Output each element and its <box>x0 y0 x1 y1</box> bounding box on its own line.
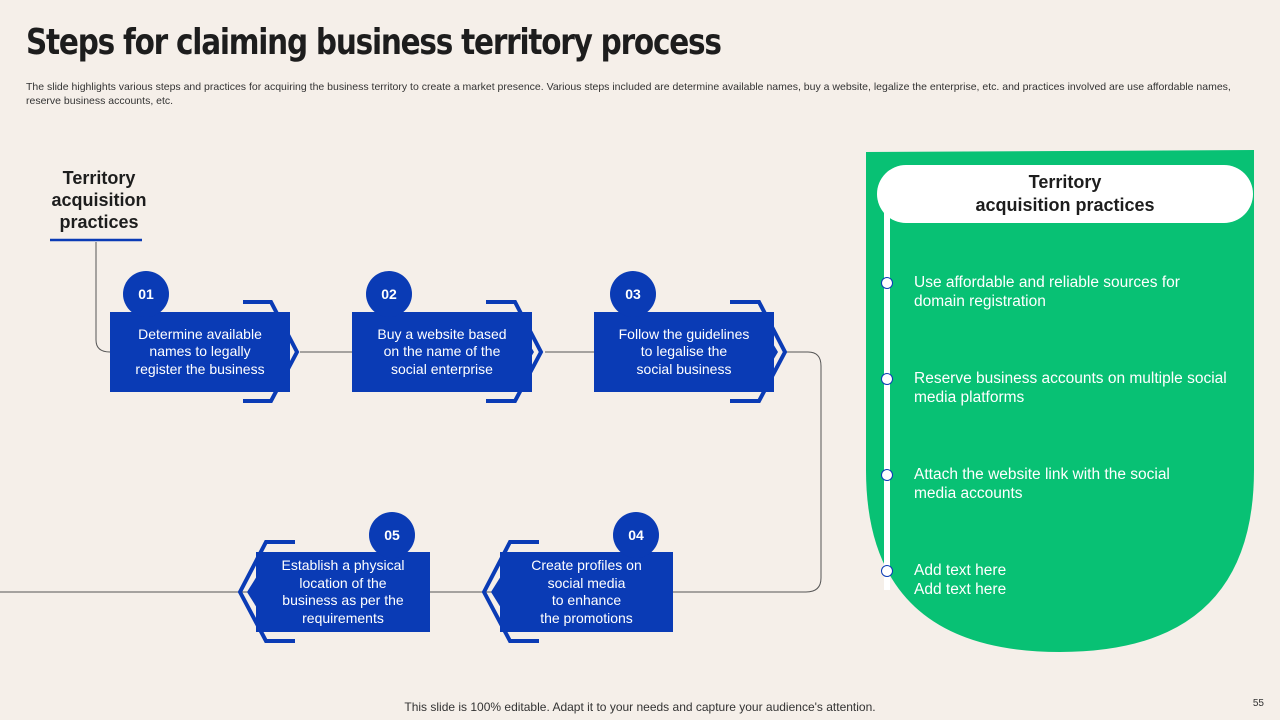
step-04-number: 04 <box>613 512 659 558</box>
step-02-text: Buy a website based on the name of the s… <box>377 325 507 377</box>
page-number: 55 <box>1252 698 1264 709</box>
step-05-box: Establish a physical location of the bus… <box>256 552 430 632</box>
step-04-text: Create profiles on social media to enhan… <box>531 557 642 626</box>
practices-panel-background <box>866 150 1254 652</box>
step-01-arrow-chevron <box>243 300 300 403</box>
practice-4-text: Add text here Add text here <box>914 562 1007 598</box>
step-05-arrow-chevron <box>237 540 295 643</box>
step-02-number: 02 <box>366 271 412 317</box>
step-01-box: Determine available names to legally reg… <box>110 312 290 392</box>
step-04-box: Create profiles on social media to enhan… <box>500 552 673 632</box>
left-heading: Territory acquisition practices <box>51 168 147 232</box>
practice-3-bullet <box>881 469 893 481</box>
step-03-number: 03 <box>610 271 656 317</box>
step-02-arrow-chevron <box>486 300 544 403</box>
practices-timeline-line <box>884 210 890 590</box>
slide-footer: This slide is 100% editable. Adapt it to… <box>404 700 876 714</box>
practice-1-text: Use affordable and reliable sources for … <box>914 274 1180 310</box>
step-01-text: Determine available names to legally reg… <box>135 325 265 377</box>
step-03-arrow-chevron <box>730 300 788 403</box>
practice-1-bullet <box>881 277 893 289</box>
step-05-number: 05 <box>369 512 415 558</box>
process-connector-line <box>0 242 822 593</box>
practice-2-bullet <box>881 373 893 385</box>
slide-subtitle: The slide highlights various steps and p… <box>26 81 1231 107</box>
step-04-arrow-chevron <box>481 540 539 643</box>
step-03-text: Follow the guidelines to legalise the so… <box>618 325 750 377</box>
step-01-number: 01 <box>123 271 169 317</box>
step-05-text: Establish a physical location of the bus… <box>281 557 405 626</box>
step-02-box: Buy a website based on the name of the s… <box>352 312 532 392</box>
practice-2-text: Reserve business accounts on multiple so… <box>914 370 1227 406</box>
step-03-box: Follow the guidelines to legalise the so… <box>594 312 774 392</box>
slide-title: Steps for claiming business territory pr… <box>26 22 722 63</box>
practices-panel-header: Territory acquisition practices <box>877 165 1253 223</box>
practice-3-text: Attach the website link with the social … <box>914 466 1170 502</box>
practice-4-bullet <box>881 565 893 577</box>
